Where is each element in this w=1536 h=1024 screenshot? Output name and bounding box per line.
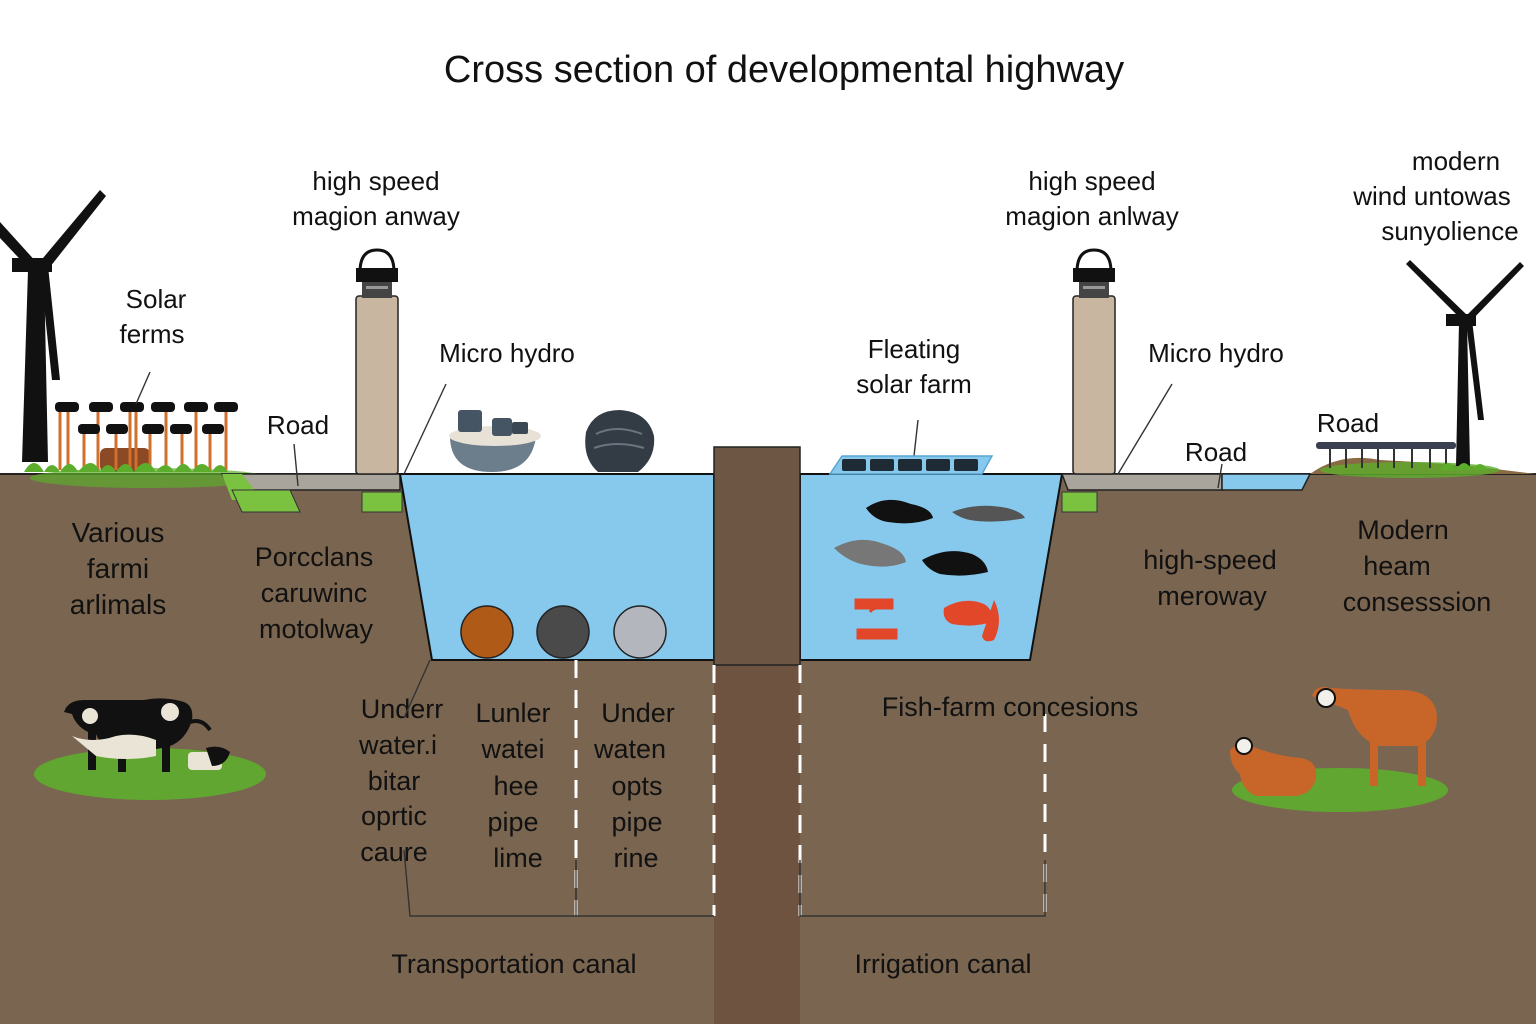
label-farm-animals-line3: arlimals [70, 589, 166, 620]
solar-panel-icon [1316, 442, 1456, 468]
fish-icon [922, 551, 988, 576]
label-transportation-canal: Transportation canal [391, 949, 636, 979]
label-irrigation-canal: Irrigation canal [854, 949, 1031, 979]
solar-panel-icon [828, 455, 994, 475]
road-right-leader [1217, 463, 1223, 489]
label-micro-hydro-left: Micro hydro [439, 338, 575, 368]
label-road-left: Road [267, 410, 329, 440]
grass-strip-left [30, 468, 270, 488]
fish-icon [952, 505, 1025, 522]
label-meroway-line2: meroway [1157, 581, 1267, 611]
micro-hydro-left-leader [403, 383, 447, 475]
label-fiber-line3: bitar [368, 766, 421, 796]
label-solar-farms-line1: Solar [126, 284, 187, 314]
micro-hydro-right-leader [1117, 383, 1173, 475]
green-block-left-2 [361, 491, 403, 513]
label-wind-line3: sunyolience [1381, 216, 1518, 246]
solar-panel-icon [24, 402, 238, 472]
label-opts-pipe-line5: rine [613, 843, 658, 873]
label-road-right-high: Road [1317, 408, 1379, 438]
label-underwater-opts-pipe: Under waten opts pipe rine [593, 698, 675, 873]
label-heat-pipe-line4: pipe [487, 807, 538, 837]
label-fiber-line1: Underr [361, 694, 444, 724]
label-porcelain-line2: caruwinc [261, 578, 368, 608]
label-underwater-heat-pipe: Lunler watei hee pipe lime [475, 698, 550, 873]
diagram-title: Cross section of developmental highway [444, 49, 1124, 91]
fish-icon [834, 539, 906, 567]
fish-group [834, 499, 1025, 642]
label-opts-pipe-line1: Under [601, 698, 675, 728]
wind-turbine-icon [1406, 260, 1524, 470]
micro-hydro-boat-icon [449, 410, 541, 472]
label-heat-pipe-line1: Lunler [475, 698, 550, 728]
fiber-leader [403, 659, 431, 719]
label-modern-heam-line3: consesssion [1343, 587, 1492, 617]
label-fiber-line5: caure [360, 837, 428, 867]
goat-icon [1230, 687, 1448, 812]
label-farm-animals-line2: farmi [87, 553, 149, 584]
label-heat-pipe-line2: watei [480, 734, 544, 764]
label-micro-hydro-right: Micro hydro [1148, 338, 1284, 368]
roadside-water-channel [1221, 473, 1312, 491]
road-right-surface [1060, 473, 1223, 491]
label-floating-solar-line1: Fleating [868, 334, 961, 364]
central-trench [714, 660, 800, 1024]
road-left-leader [293, 443, 299, 487]
label-wind-line2: wind untowas [1352, 181, 1511, 211]
label-road-right-low: Road [1185, 437, 1247, 467]
wind-turbine-icon [0, 190, 106, 462]
orange-pipe [460, 605, 514, 659]
irrigation-canal-bracket [799, 860, 1046, 917]
label-floating-solar-line2: solar farm [856, 369, 972, 399]
label-right-maglev-line1: high speed [1028, 166, 1155, 196]
label-porcelain-line3: motolway [259, 614, 374, 644]
fish-icon [866, 499, 933, 524]
label-opts-pipe-line3: opts [611, 771, 662, 801]
transportation-canal-bracket [403, 849, 714, 917]
label-right-maglev-line2: magion anlway [1005, 201, 1178, 231]
label-solar-farms-line2: ferms [120, 319, 185, 349]
floating-solar-leader [913, 419, 919, 457]
label-opts-pipe-line2: waten [593, 734, 666, 764]
pipes-group [460, 605, 667, 659]
green-block-left [231, 489, 301, 513]
label-meroway-line1: high-speed [1143, 545, 1277, 575]
label-wind-line1: modern [1412, 146, 1500, 176]
label-underwater-fiber: Underr water.i bitar oprtic caure [358, 694, 443, 867]
label-left-maglev-line1: high speed [312, 166, 439, 196]
fish-icon [943, 600, 999, 642]
light-pipe [613, 605, 667, 659]
dark-pipe [536, 605, 590, 659]
cow-icon [34, 698, 266, 800]
grass-strip-right [1320, 462, 1500, 478]
label-left-maglev-line2: magion anway [292, 201, 460, 231]
label-fiber-line4: oprtic [361, 801, 427, 831]
solar-farm-leader [135, 371, 151, 405]
label-fiber-line2: water.i [358, 730, 437, 760]
label-fish-farm: Fish-farm concesions [882, 692, 1139, 722]
underground-pipe-columns [403, 660, 1047, 917]
fish-icon [854, 598, 898, 640]
canal-divider-wall [713, 446, 801, 666]
maglev-pylon-icon [1072, 248, 1116, 475]
maglev-pylon-icon [355, 248, 399, 475]
hydro-turbine-icon [585, 410, 655, 472]
label-modern-heam-line2: heam [1363, 551, 1431, 581]
label-heat-pipe-line3: hee [493, 771, 538, 801]
label-farm-animals-line1: Various [72, 517, 165, 548]
label-heat-pipe-line5: lime [493, 843, 543, 873]
label-porcelain-line1: Porcclans [255, 542, 374, 572]
green-block-right [1061, 491, 1098, 513]
label-opts-pipe-line4: pipe [611, 807, 662, 837]
label-modern-heam-line1: Modern [1357, 515, 1449, 545]
